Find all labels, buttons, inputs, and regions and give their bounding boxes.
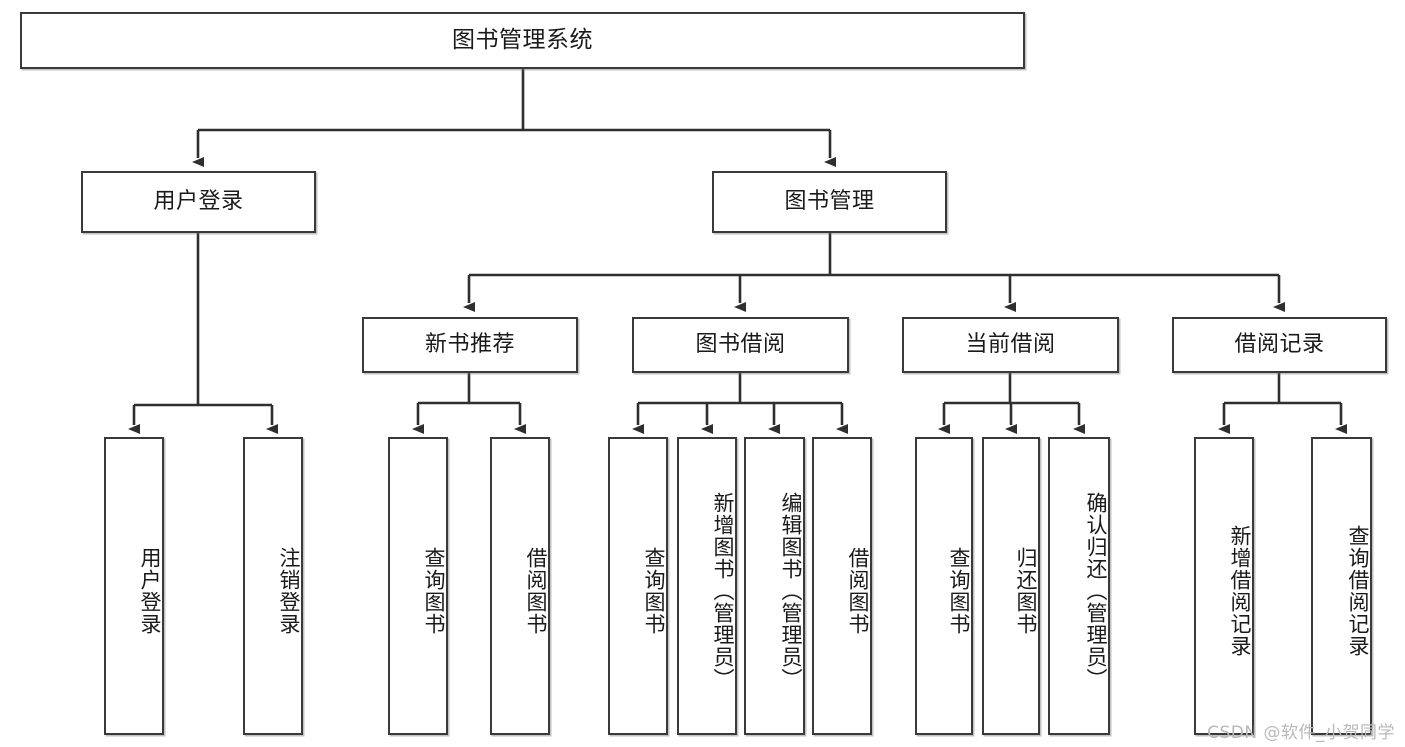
node-label: 查询借阅记录 <box>1346 525 1370 657</box>
node-label: 图书借阅 <box>695 331 786 357</box>
node-label: 借阅图书 <box>524 547 548 635</box>
node-current-borrow[interactable]: 当前借阅 <box>902 317 1119 373</box>
node-label: 图书管理 <box>784 188 875 214</box>
node-label: 图书管理系统 <box>452 26 593 53</box>
node-label: 查询图书 <box>947 547 971 635</box>
node-label: 用户登录 <box>153 188 244 214</box>
leaf-user-login-login[interactable]: 用户登录 <box>104 437 164 735</box>
leaf-borrow-query-books[interactable]: 查询图书 <box>608 437 668 735</box>
node-book-management[interactable]: 图书管理 <box>712 171 947 233</box>
node-label: 查询图书 <box>422 547 446 635</box>
node-label: 新增图书（管理员） <box>711 492 735 690</box>
node-label: 新增借阅记录 <box>1228 525 1252 657</box>
leaf-new-book-borrow-books[interactable]: 借阅图书 <box>490 437 550 735</box>
node-label: 查询图书 <box>642 547 666 635</box>
node-label: 归还图书 <box>1014 547 1038 635</box>
node-label: 当前借阅 <box>965 331 1056 357</box>
leaf-records-query-record[interactable]: 查询借阅记录 <box>1311 437 1372 735</box>
node-label: 借阅记录 <box>1234 331 1325 357</box>
csdn-watermark: CSDN @软件_小贺同学 <box>1207 723 1395 743</box>
node-user-login[interactable]: 用户登录 <box>81 171 316 233</box>
leaf-current-confirm-return-admin[interactable]: 确认归还（管理员） <box>1048 437 1110 735</box>
node-borrow-records[interactable]: 借阅记录 <box>1172 317 1387 373</box>
leaf-current-return-books[interactable]: 归还图书 <box>982 437 1040 735</box>
leaf-user-login-logout[interactable]: 注销登录 <box>243 437 303 735</box>
leaf-borrow-add-book-admin[interactable]: 新增图书（管理员） <box>677 437 737 735</box>
leaf-new-book-query-books[interactable]: 查询图书 <box>388 437 448 735</box>
node-root-library-management-system[interactable]: 图书管理系统 <box>20 12 1025 69</box>
leaf-borrow-borrow-books[interactable]: 借阅图书 <box>812 437 872 735</box>
leaf-current-query-books[interactable]: 查询图书 <box>915 437 973 735</box>
node-label: 新书推荐 <box>424 331 515 357</box>
node-book-borrow[interactable]: 图书借阅 <box>632 317 849 373</box>
leaf-borrow-edit-book-admin[interactable]: 编辑图书（管理员） <box>744 437 805 735</box>
node-label: 用户登录 <box>138 547 162 635</box>
node-new-book-recommendation[interactable]: 新书推荐 <box>362 317 578 373</box>
leaf-records-add-record[interactable]: 新增借阅记录 <box>1194 437 1254 735</box>
node-label: 编辑图书（管理员） <box>779 492 803 690</box>
node-label: 确认归还（管理员） <box>1084 492 1108 690</box>
node-label: 借阅图书 <box>846 547 870 635</box>
node-label: 注销登录 <box>277 547 301 635</box>
